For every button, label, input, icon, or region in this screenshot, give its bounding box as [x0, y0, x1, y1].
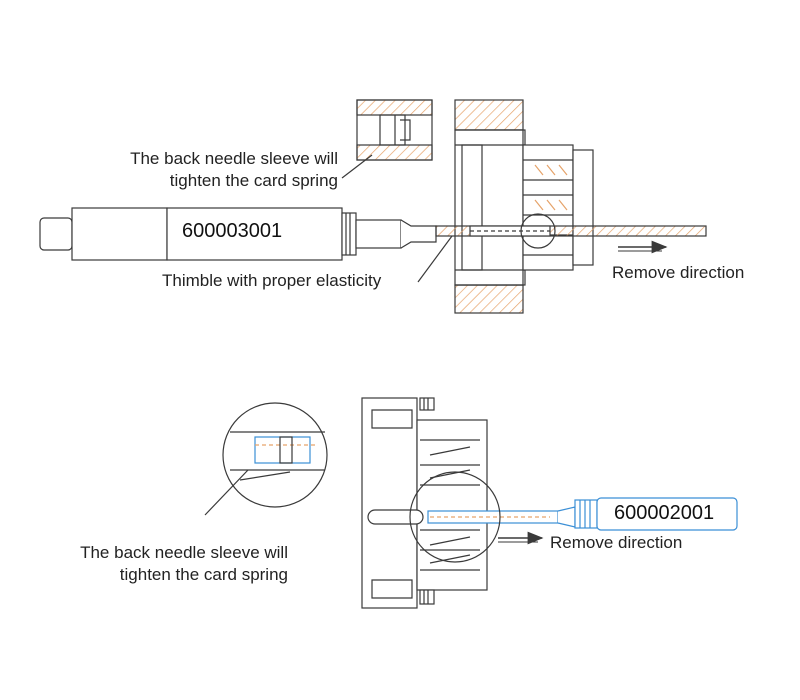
bottom-diagram	[204, 397, 738, 609]
bottom-removal-tool	[427, 497, 738, 531]
top-connector-housing	[454, 99, 594, 314]
top-detail-circle	[520, 213, 556, 249]
bottom-direction-label: Remove direction	[550, 533, 683, 552]
bottom-detail-circle	[409, 471, 501, 563]
top-sleeve-label-line1: The back needle sleeve will	[130, 149, 338, 168]
bottom-part-number: 600002001	[614, 502, 715, 524]
top-sleeve-label-line2: tighten the card spring	[169, 171, 338, 190]
top-sleeve-leader	[341, 154, 373, 179]
top-magnified-inset	[356, 99, 433, 161]
top-part-number: 600003001	[182, 220, 283, 242]
bottom-sleeve-label: The back needle sleeve will tighten the …	[20, 542, 288, 586]
bottom-sleeve-label-line1: The back needle sleeve will	[80, 543, 288, 562]
top-sleeve-label: The back needle sleeve will tighten the …	[60, 148, 338, 192]
top-direction-label: Remove direction	[612, 263, 745, 282]
top-thimble-label: Thimble with proper elasticity	[162, 271, 382, 290]
bottom-sleeve-label-line2: tighten the card spring	[119, 565, 288, 584]
top-diagram	[39, 99, 707, 314]
bottom-connector-housing	[361, 397, 488, 609]
top-thimble-leader	[417, 235, 453, 283]
bottom-sleeve-leader	[204, 469, 249, 516]
bottom-magnified-inset	[222, 402, 328, 508]
top-removal-tool	[39, 207, 707, 261]
